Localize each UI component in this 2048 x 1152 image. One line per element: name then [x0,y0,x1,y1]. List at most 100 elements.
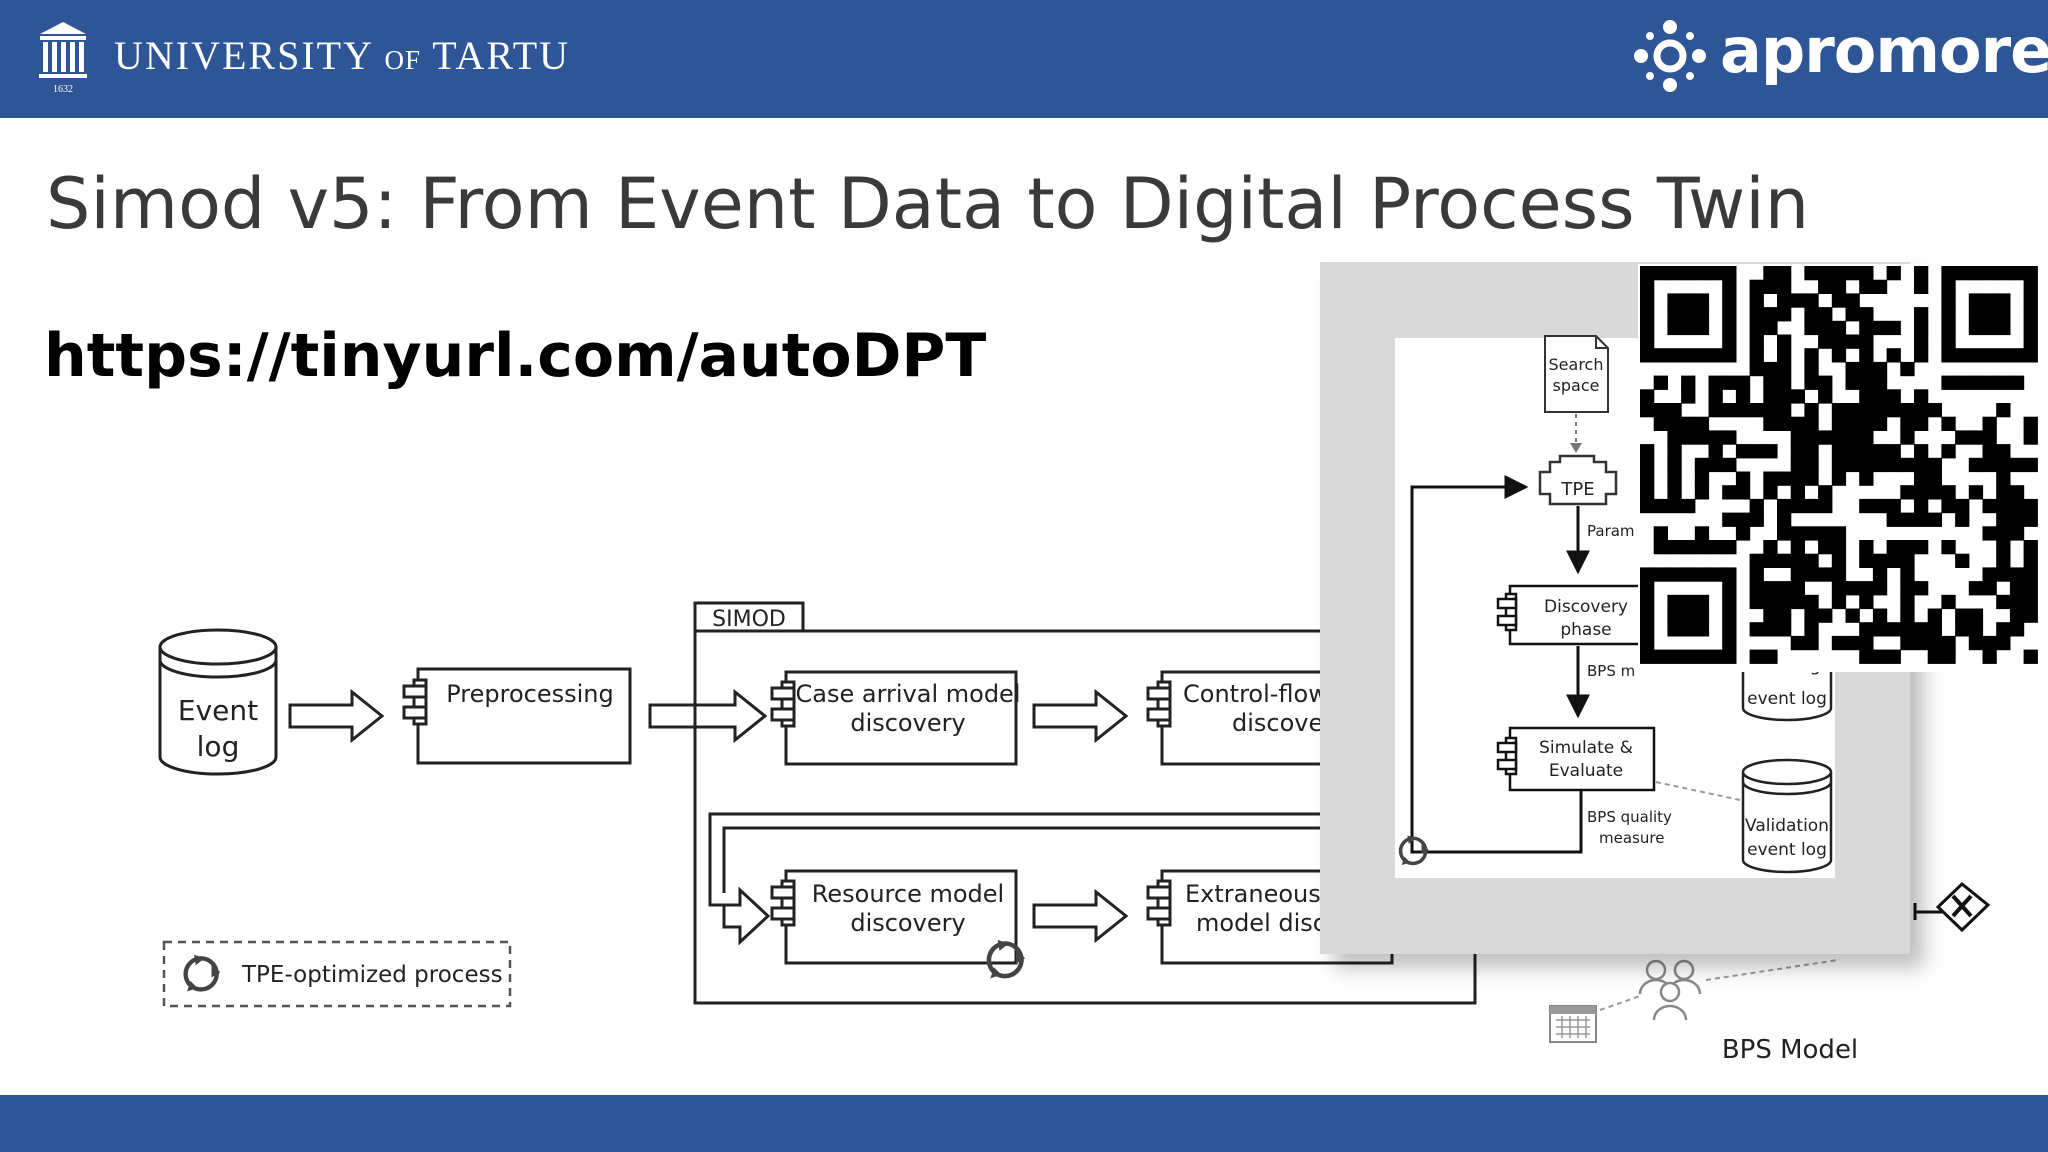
case-arrival-label-2: discovery [850,709,965,737]
slide-url-link[interactable]: https://tinyurl.com/autoDPT [44,321,987,391]
qr-module [1735,389,1751,404]
qr-module [1708,540,1723,555]
search-space-label-1: Search [1549,355,1604,374]
qr-module [1831,471,1847,486]
qr-module [1859,498,1874,514]
qr-module [1900,622,1915,637]
qr-module [1818,375,1833,390]
qr-module [1831,444,1847,459]
qr-module [2023,512,2038,527]
qr-module [1818,307,1833,322]
qr-module [1845,444,1860,459]
qr-module [1804,553,1819,568]
qr-module [1694,320,1710,336]
qr-module [1845,307,1860,322]
qr-module [1777,594,1792,610]
qr-module [1667,540,1682,555]
qr-module [1694,307,1710,322]
qr-module [1694,293,1710,308]
qr-module [1996,375,2011,390]
qr-module [1790,485,1805,500]
qr-module [1777,361,1792,377]
qr-module [1681,266,1696,281]
qr-module [1749,649,1764,664]
qr-module [1763,594,1778,610]
qr-module [1667,649,1682,664]
qr-module [1859,348,1874,363]
qr-module [1708,444,1723,459]
qr-module [1996,622,2011,637]
qr-module [1968,348,1984,363]
block-arrow [1032,688,1129,744]
qr-module [1914,266,1929,281]
qr-module [1941,266,1956,281]
qr-module [1640,293,1655,308]
qr-module [2009,581,2025,596]
qr-module [1900,594,1915,610]
resource-model-label-2: discovery [850,909,965,937]
qr-module [1777,307,1792,322]
validation-event-log-database-icon: Validation event log [1741,758,1833,874]
qr-module [1749,581,1764,596]
qr-module [1872,361,1888,377]
qr-module [1694,457,1710,473]
qr-module [1681,567,1696,582]
qr-module [1640,471,1655,486]
qr-module [1914,416,1929,431]
qr-module [2009,348,2025,363]
qr-module [1886,403,1901,418]
tpe-engine-icon: TPE [1538,454,1618,506]
qr-module [1968,581,1984,596]
qr-module [1996,485,2011,500]
qr-module [1640,581,1655,596]
qr-module [1681,320,1696,336]
qr-module [1914,279,1929,294]
qr-module [2023,307,2038,322]
qr-module [1859,266,1874,281]
qr-module [1831,553,1847,568]
qr-module [1886,512,1901,527]
qr-module [1872,389,1888,404]
qr-module [1790,635,1805,651]
qr-module [1804,348,1819,363]
event-log-database-icon: Event log [158,628,278,776]
qr-module [1722,266,1737,281]
qr-module [1996,320,2011,336]
qr-module [1804,266,1819,281]
qr-module [1982,293,1997,308]
qr-module [1886,457,1901,473]
qr-module [1735,444,1751,459]
qr-module [1886,444,1901,459]
qr-module [1996,526,2011,541]
qr-module [1640,622,1655,637]
qr-module [1694,526,1710,541]
resource-model-box: Resource model discovery [770,869,1025,978]
qr-module [1914,348,1929,363]
qr-module [1900,608,1915,623]
qr-module [1681,430,1696,445]
qr-module [1640,307,1655,322]
qr-module [1872,581,1888,596]
qr-module [1927,635,1942,651]
qr-module [1694,430,1710,445]
qr-module [1927,608,1942,623]
qr-module [1941,540,1956,555]
qr-module [2023,416,2038,431]
qr-module [1845,430,1860,445]
qr-module [1640,649,1655,664]
qr-module [1886,553,1901,568]
qr-module [2023,649,2038,664]
qr-module [1653,567,1668,582]
qr-module [1996,498,2011,514]
qr-module [2023,348,2038,363]
qr-module [1667,622,1682,637]
qr-module [1859,457,1874,473]
qr-module [1859,389,1874,404]
simulate-evaluate-box: Simulate & Evaluate [1496,726,1656,792]
qr-module [1640,320,1655,336]
qr-module [1845,635,1860,651]
qr-module [1982,581,1997,596]
qr-module [2023,334,2038,349]
qr-module [1763,403,1778,418]
qr-module [1968,307,1984,322]
